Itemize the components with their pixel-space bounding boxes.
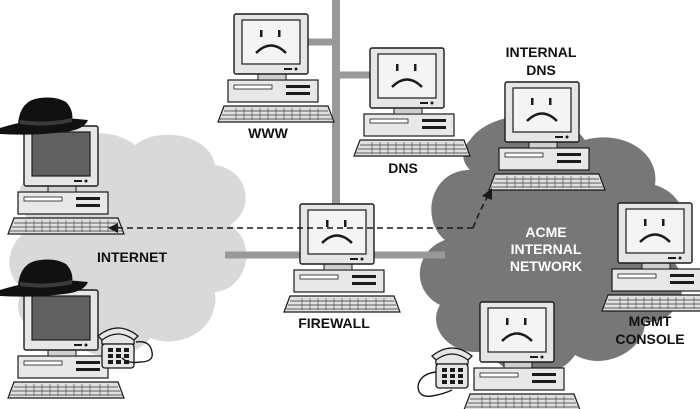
- mgmt-console-label-line2: CONSOLE: [615, 331, 684, 347]
- acme-label-line3: NETWORK: [510, 258, 582, 274]
- www-server[interactable]: [216, 12, 336, 124]
- acme-label-line1: ACME: [525, 224, 566, 240]
- acme-label-line2: INTERNAL: [511, 241, 582, 257]
- www-label: WWW: [248, 125, 288, 141]
- mgmt-console-label-line1: MGMT: [629, 313, 672, 329]
- internet-label: INTERNET: [97, 249, 167, 265]
- dns-label: DNS: [388, 160, 418, 176]
- firewall-label: FIREWALL: [298, 315, 370, 331]
- internal-dns-label-line2: DNS: [526, 62, 556, 78]
- telephone-icon: [97, 327, 153, 369]
- telephone-icon: [417, 347, 473, 397]
- arrowhead-up-icon: [482, 188, 492, 200]
- black-hat-icon: [0, 97, 88, 135]
- arrowhead-left-icon: [108, 223, 118, 233]
- dns-server[interactable]: [352, 46, 472, 158]
- attack-path-dashed-arrow: [108, 188, 492, 233]
- internal-dns-server[interactable]: [487, 80, 607, 192]
- internal-dns-label-line1: INTERNAL: [506, 44, 577, 60]
